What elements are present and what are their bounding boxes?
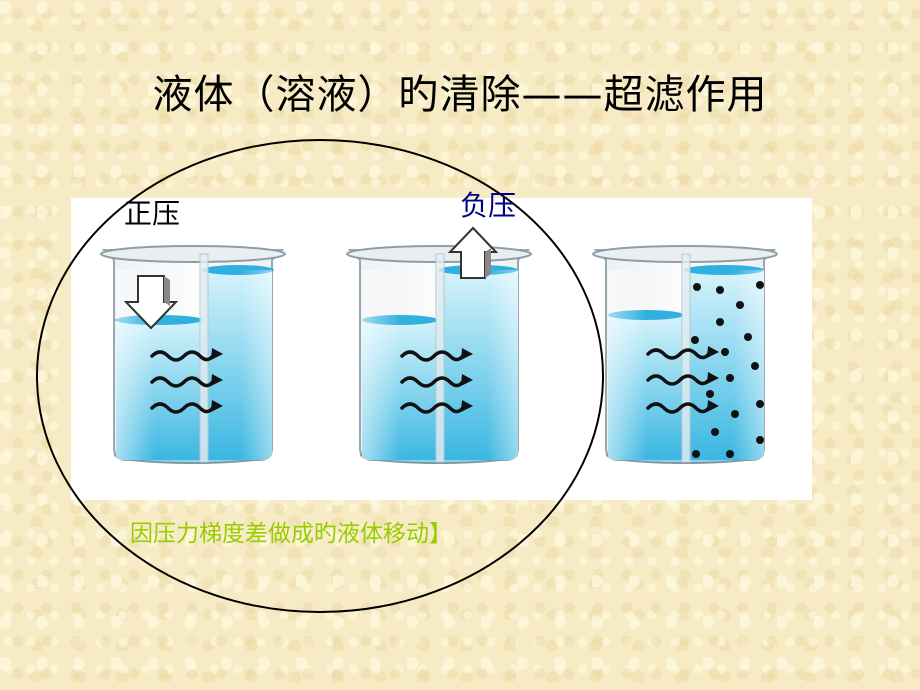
solute-particle [756, 281, 764, 289]
highlight-ellipse [36, 139, 604, 613]
solute-particle [751, 362, 759, 370]
solute-particle [756, 436, 764, 444]
solute-particle [711, 428, 719, 436]
solute-particle [731, 410, 739, 418]
beaker-solute-particles [592, 245, 778, 464]
solute-particle [706, 390, 714, 398]
solute-particle [756, 400, 764, 408]
solute-particle [744, 333, 752, 341]
solute-particle [691, 336, 699, 344]
beaker-negative-pressure [346, 245, 532, 464]
positive-pressure-label: 正压 [124, 197, 181, 230]
solute-particle [693, 283, 701, 291]
solute-particle [692, 450, 700, 458]
solute-particle [716, 286, 724, 294]
slide-title: 液体（溶液）旳清除——超滤作用 [152, 72, 768, 118]
solute-particle [736, 301, 744, 309]
solute-particle [726, 450, 734, 458]
negative-pressure-label: 负压 [460, 189, 517, 222]
beaker-positive-pressure [100, 245, 286, 464]
solute-particle [721, 348, 729, 356]
solute-particle [726, 374, 734, 382]
solute-particles [691, 281, 764, 458]
caption-text: 因压力梯度差做成旳液体移动】 [130, 521, 452, 547]
up-arrow-icon [447, 226, 499, 279]
down-arrow-icon [123, 275, 179, 330]
solute-particle [716, 318, 724, 326]
